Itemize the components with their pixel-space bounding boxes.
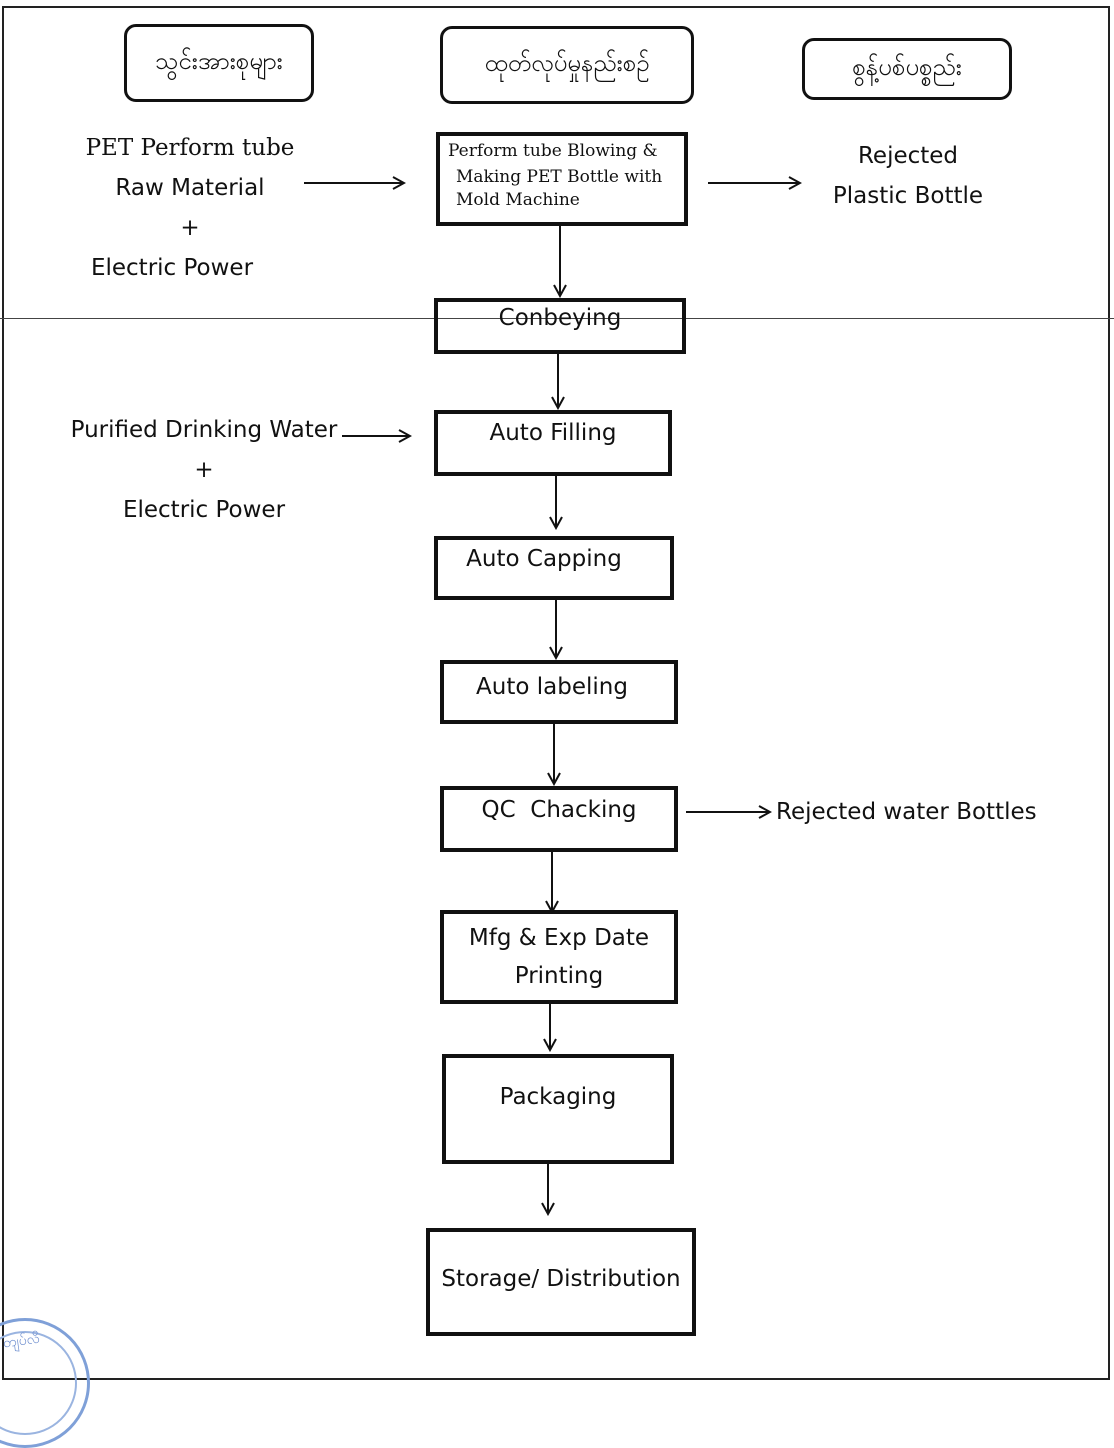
step-filling-label: Auto Filling — [489, 420, 617, 446]
step-printing: Mfg & Exp Date Printing — [440, 910, 678, 1004]
plus-sign: + — [180, 215, 200, 241]
header-waste-label: စွန့်ပစ်ပစ္စည်း — [852, 53, 962, 81]
step-packaging: Packaging — [442, 1054, 674, 1164]
horizontal-rule — [0, 318, 1114, 319]
header-waste: စွန့်ပစ်ပစ္စည်း — [802, 38, 1012, 100]
plus-sign: + — [194, 457, 214, 483]
input-group-raw-material: PET Perform tube Raw Material + Electric… — [70, 128, 310, 288]
step-blowing-line2: Making PET Bottle with — [456, 167, 663, 187]
step-conveying-label: Conbeying — [498, 305, 622, 331]
step-capping-label: Auto Capping — [466, 546, 622, 572]
step-storage-label: Storage/ Distribution — [441, 1266, 681, 1292]
step-labeling-label: Auto labeling — [476, 674, 628, 700]
step-blowing-line1: Perform tube Blowing & — [448, 141, 658, 161]
step-capping: Auto Capping — [434, 536, 674, 600]
header-process: ထုတ်လုပ်မှုနည်းစဉ် — [440, 26, 694, 104]
step-blowing: Perform tube Blowing & Making PET Bottle… — [436, 132, 688, 226]
output-rejected-water: Rejected water Bottles — [776, 792, 1037, 832]
step-qc-label: QC Chacking — [481, 797, 637, 823]
input-purified-water: Purified Drinking Water — [70, 417, 338, 443]
input-pet-tube: PET Perform tube — [85, 135, 295, 161]
output-rejected-label: Rejected — [857, 143, 959, 169]
output-plastic-bottle-label: Plastic Bottle — [832, 183, 984, 209]
input-raw-material: Raw Material — [115, 175, 265, 201]
input-electric-power: Electric Power — [90, 255, 254, 281]
input-electric-power: Electric Power — [122, 497, 286, 523]
step-qc: QC Chacking — [440, 786, 678, 852]
step-packaging-label: Packaging — [499, 1084, 617, 1110]
header-inputs-label: သွင်းအားစုများ — [155, 47, 283, 75]
step-labeling: Auto labeling — [440, 660, 678, 724]
output-rejected-water-label: Rejected water Bottles — [776, 799, 1037, 825]
step-storage: Storage/ Distribution — [426, 1228, 696, 1336]
flow-arrows — [304, 0, 1114, 1384]
header-inputs: သွင်းအားစုများ — [124, 24, 314, 102]
diagram-frame — [2, 6, 1110, 1380]
step-conveying: Conbeying — [434, 298, 686, 354]
step-blowing-line3: Mold Machine — [456, 190, 580, 210]
step-printing-line1: Mfg & Exp Date — [468, 925, 650, 951]
step-printing-line2: Printing — [514, 963, 604, 989]
output-rejected-plastic: Rejected Plastic Bottle — [808, 136, 1008, 216]
header-process-label: ထုတ်လုပ်မှုနည်းစဉ် — [484, 49, 650, 77]
input-group-water: Purified Drinking Water + Electric Power — [62, 410, 346, 530]
step-filling: Auto Filling — [434, 410, 672, 476]
